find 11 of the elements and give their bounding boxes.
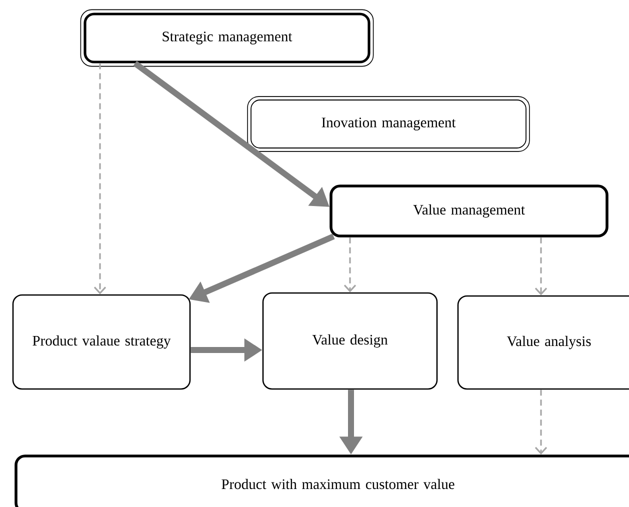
- process-box: Value analysis: [457, 295, 629, 390]
- arrow: [534, 237, 548, 296]
- arrow: [344, 237, 356, 292]
- process-box: Inovation management: [247, 96, 530, 152]
- process-box: Value management: [330, 184, 608, 238]
- arrow: [534, 390, 548, 455]
- process-box: Strategic management: [80, 9, 374, 67]
- arrow: [94, 63, 106, 294]
- process-box: Product valaue strategy: [12, 294, 191, 390]
- process-box: Value design: [262, 292, 438, 390]
- process-box: Product with maximum customer value: [14, 454, 629, 507]
